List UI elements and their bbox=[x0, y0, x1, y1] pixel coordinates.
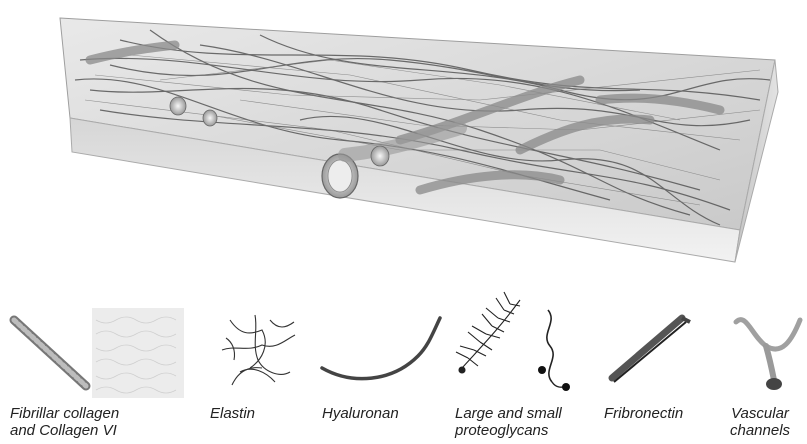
small-proteoglycan-icon bbox=[538, 310, 570, 391]
label-proteoglycans-line2: proteoglycans bbox=[455, 422, 562, 439]
hyaluronan-icon bbox=[322, 318, 440, 379]
fibronectin-icon bbox=[612, 318, 690, 382]
label-vascular-channels: Vascular channels bbox=[730, 405, 790, 439]
label-elastin-line1: Elastin bbox=[210, 405, 255, 422]
collagen-vi-texture-icon bbox=[92, 308, 184, 398]
label-vascular-line2: channels bbox=[730, 422, 790, 439]
tissue-block bbox=[60, 18, 778, 262]
label-fibronectin-line1: Fribronectin bbox=[604, 405, 683, 422]
label-vascular-line1: Vascular bbox=[730, 405, 790, 422]
label-proteoglycans: Large and small proteoglycans bbox=[455, 405, 562, 439]
label-hyaluronan: Hyaluronan bbox=[322, 405, 399, 422]
label-elastin: Elastin bbox=[210, 405, 255, 422]
legend-icons bbox=[14, 292, 800, 398]
label-fibrillar-collagen-line1: Fibrillar collagen bbox=[10, 405, 119, 422]
label-hyaluronan-line1: Hyaluronan bbox=[322, 405, 399, 422]
label-proteoglycans-line1: Large and small bbox=[455, 405, 562, 422]
vascular-channel-icon bbox=[736, 320, 800, 390]
label-fibronectin: Fribronectin bbox=[604, 405, 683, 422]
label-fibrillar-collagen: Fibrillar collagen and Collagen VI bbox=[10, 405, 119, 439]
label-fibrillar-collagen-line2: and Collagen VI bbox=[10, 422, 119, 439]
elastin-icon bbox=[222, 315, 295, 385]
large-proteoglycan-icon bbox=[456, 292, 520, 373]
fibrillar-collagen-icon bbox=[14, 320, 86, 386]
